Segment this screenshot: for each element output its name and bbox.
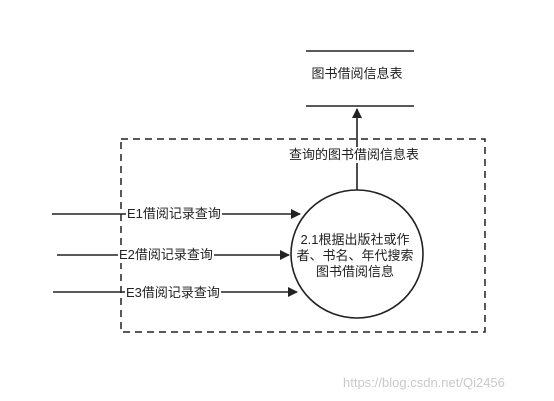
input-flow-label-e3: E3借阅记录查询: [125, 285, 221, 301]
watermark-text: https://blog.csdn.net/Qi2456: [343, 375, 505, 390]
input-flow-label-e1: E1借阅记录查询: [126, 206, 222, 222]
process-label: 2.1根据出版社或作者、书名、年代搜索图书借阅信息: [296, 232, 414, 279]
input-flow-label-e2: E2借阅记录查询: [118, 247, 214, 263]
data-store-label: 图书借阅信息表: [306, 65, 408, 82]
subsystem-boundary: [120, 138, 486, 333]
output-flow-label: 查询的图书借阅信息表: [288, 147, 421, 163]
